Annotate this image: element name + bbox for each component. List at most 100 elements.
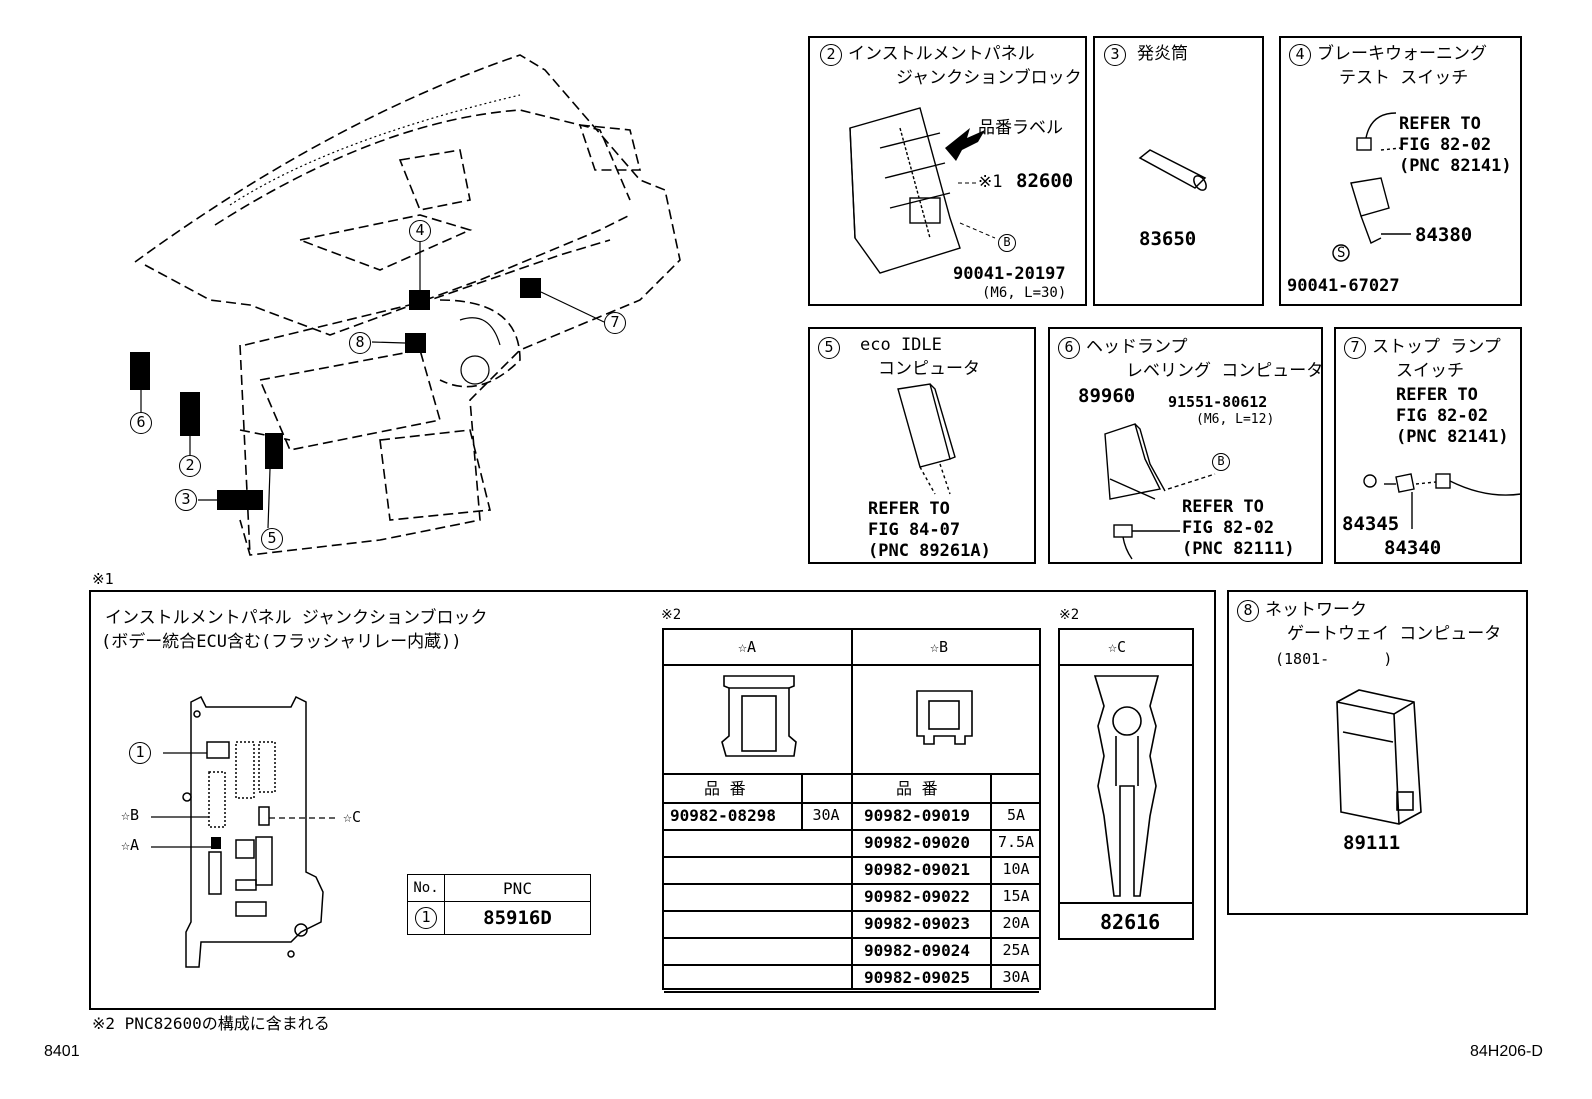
refer-line1: REFER TO [1396,385,1478,405]
part-number: 82616 [1100,910,1161,934]
panel-title-line1: ヘッドランプ [1086,337,1188,357]
flare-icon [1138,149,1207,191]
star-a-label: ☆A [121,836,140,854]
model-range: (1801- ) [1275,650,1393,668]
panel-number: 8 [1237,600,1259,622]
part-number: 84380 [1415,224,1473,246]
fuse-b-part-number: 90982-09020 [864,833,970,852]
refer-line3: (PNC 82111) [1182,539,1295,559]
refer-line1: REFER TO [868,499,950,519]
callout-1: 1 [129,742,151,764]
star-b-label: ☆B [121,806,140,824]
part-number-a: 84345 [1342,513,1400,535]
pnc-table: No. PNC 1 85916D [407,874,591,935]
detail-note-mark: ※1 [92,570,114,588]
note-mark: ※1 [978,172,1003,192]
fuse-note-ab: ※2 [661,607,682,623]
pnc-header-pnc: PNC [444,874,591,902]
part-number: 82600 [1016,170,1074,192]
part-number-b: 84340 [1384,537,1442,559]
detail-title-line1: インストルメントパネル ジャンクションブロック [105,608,488,628]
pnc-row-value: 85916D [444,901,591,935]
eco-computer-icon [897,383,956,495]
fuse-table-c: ☆C 82616 [1058,628,1194,940]
part-rule [1060,902,1192,904]
pnc-row-callout: 1 [415,907,437,929]
row-rule [801,775,803,829]
panel-title-line1: ストップ ランプ [1372,337,1501,357]
row-rule [664,910,1039,912]
col-a-hinban: 品 番 [704,779,746,798]
bolt-number: 91551-80612 [1168,393,1268,411]
panel-eco-idle-computer: 5 eco IDLE コンピュータ REFER TO FIG 84-07 (PN… [808,327,1036,564]
page-number-right: 84H206-D [1470,1043,1543,1060]
panel-network-gateway-computer: 8 ネットワーク ゲートウェイ コンピュータ (1801- ) 89111 [1227,590,1528,915]
fuse-c-icon [1093,675,1160,897]
col-a-header: ☆A [738,638,757,656]
gateway-computer-icon [1336,689,1422,825]
fuse-b-part-number: 90982-09025 [864,968,970,987]
bolt-mark: B [998,234,1016,252]
fuse-b-amperage: 5A [1006,806,1026,824]
screw-mark: S [1337,245,1346,261]
row-rule [990,775,992,988]
panel-title-line2: レベリング コンピュータ [1126,361,1324,381]
bolt-number: 90041-20197 [953,264,1066,284]
junction-block-front-view [151,695,339,968]
panel-title-line2: テスト スイッチ [1339,68,1469,88]
pnc-row-no: 1 [407,901,445,935]
panel-title-line2: コンピュータ [878,359,980,379]
callout-2: 2 [179,455,201,477]
header-rule [1060,664,1192,666]
fuse-b-part-number: 90982-09019 [864,806,970,825]
refer-line3: (PNC 89261A) [868,541,991,561]
panel-title-line1: ネットワーク [1265,600,1367,620]
pnc-header-no: No. [407,874,445,902]
refer-line2: FIG 82-02 [1182,518,1275,538]
panel-stop-lamp-switch: 7 ストップ ランプ スイッチ REFER TO FIG 82-02 (PNC … [1334,327,1522,564]
panel-title-line1: インストルメントパネル [848,44,1035,64]
callout-3: 3 [175,489,197,511]
brake-switch-icon [1332,112,1411,262]
part-label-text: 品番ラベル [978,118,1063,138]
dashboard-illustration [130,54,681,556]
panel-number: 4 [1289,44,1311,66]
panel-number: 7 [1344,337,1366,359]
fuse-a-part-number: 90982-08298 [670,806,776,825]
row-rule [664,964,1039,966]
panel-junction-block: 2 インストルメントパネル ジャンクションブロック 品番ラベル ※1 82600… [808,36,1087,306]
panel-title-line2: スイッチ [1396,361,1464,381]
fuse-b-amperage: 30A [1002,968,1030,986]
row-rule [664,937,1039,939]
panel-number: 6 [1058,337,1080,359]
part-number: 83650 [1139,228,1197,250]
col-b-hinban: 品 番 [896,779,938,798]
fuse-b-amperage: 7.5A [997,833,1035,851]
fuse-a-icon [721,675,797,757]
panel-number: 2 [820,44,842,66]
panel-brake-warning-switch: 4 ブレーキウォーニング テスト スイッチ REFER TO FIG 82-02… [1279,36,1522,306]
panel-title-line2: ゲートウェイ コンピュータ [1287,624,1502,644]
panel-title-line1: ブレーキウォーニング [1317,44,1487,64]
fuse-b-icon [916,690,973,745]
callout-7: 7 [604,312,626,334]
fuse-b-amperage: 25A [1002,941,1030,959]
fuse-a-amperage: 30A [812,806,840,824]
panel-flare: 3 発炎筒 83650 [1093,36,1264,306]
panel-title-line2: ジャンクションブロック [896,68,1082,88]
panel-number: 3 [1104,44,1126,66]
callout-6: 6 [130,412,152,434]
panel-title-line1: eco IDLE [860,335,942,355]
bolt-spec: (M6, L=12) [1196,412,1275,427]
header-rule [664,664,1039,666]
fuse-b-part-number: 90982-09023 [864,914,970,933]
panel-number: 5 [818,337,840,359]
refer-line2: FIG 84-07 [868,520,961,540]
page-number-left: 8401 [44,1043,80,1060]
col-c-header: ☆C [1108,638,1127,656]
refer-line1: REFER TO [1399,114,1481,134]
refer-line1: REFER TO [1182,497,1264,517]
star-c-label: ☆C [343,808,362,826]
stop-lamp-switch-icon [1363,473,1522,529]
